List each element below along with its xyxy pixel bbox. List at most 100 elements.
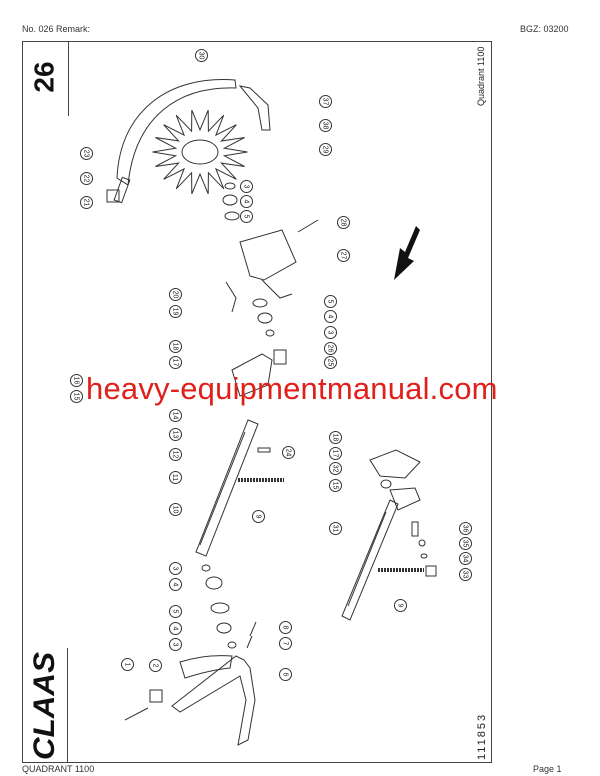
callout-1: 1 (120, 657, 134, 671)
star-wheel-hub (181, 139, 219, 165)
bracket-22 (113, 176, 131, 204)
callout-33: 33 (458, 567, 472, 581)
callout-29: 29 (318, 142, 332, 156)
callout-number: 4 (171, 626, 179, 630)
bracket-37 (238, 85, 271, 131)
callout-16: 16 (69, 373, 83, 387)
arm-31 (341, 499, 399, 621)
fork-6 (171, 655, 256, 746)
callout-number: 6 (281, 672, 289, 676)
callout-number: 3 (326, 330, 334, 334)
callout-37: 37 (318, 94, 332, 108)
housing-27 (239, 229, 297, 281)
callout-7: 7 (278, 636, 292, 650)
callout-number: 2 (151, 663, 159, 667)
callout-17: 17 (328, 446, 342, 460)
callout-13: 13 (168, 427, 182, 441)
callout-number: 5 (326, 299, 334, 303)
part-36 (411, 521, 419, 537)
callout-3: 3 (168, 637, 182, 651)
lever-16 (231, 353, 273, 397)
callout-number: 3 (171, 642, 179, 646)
callout-number: 37 (321, 97, 329, 105)
arrow-down-left-icon (394, 226, 420, 280)
watermark: heavy-equipmentmanual.com (86, 371, 498, 406)
rod-19 (225, 281, 237, 313)
callout-number: 23 (82, 149, 90, 157)
callout-15: 15 (69, 389, 83, 403)
callout-4: 4 (239, 194, 253, 208)
callout-number: 3 (242, 184, 250, 188)
footer-page: Page 1 (533, 764, 562, 774)
callout-22: 22 (79, 171, 93, 185)
callout-number: 20 (171, 290, 179, 298)
callout-19: 19 (168, 304, 182, 318)
callout-number: 25 (326, 358, 334, 366)
callout-9: 9 (251, 509, 265, 523)
bushing-4c (205, 576, 223, 590)
footer-model: QUADRANT 1100 (22, 764, 95, 774)
callout-number: 4 (242, 199, 250, 203)
callout-number: 35 (461, 539, 469, 547)
bushing-4d (216, 622, 232, 634)
callout-21: 21 (79, 195, 93, 209)
callout-number: 10 (171, 505, 179, 513)
callout-number: 18 (171, 342, 179, 350)
callout-5: 5 (239, 209, 253, 223)
bolt-28 (297, 219, 319, 233)
callout-36: 36 (458, 521, 472, 535)
callout-number: 30 (197, 51, 205, 59)
svg-text:CLAAS: CLAAS (30, 652, 61, 760)
callout-18: 18 (168, 339, 182, 353)
callout-number: 9 (254, 514, 262, 518)
logo-divider (67, 648, 68, 763)
header-bgz: BGZ: 03200 (520, 24, 569, 34)
callout-38: 38 (318, 118, 332, 132)
callout-number: 36 (461, 524, 469, 532)
fork-6-sheet (179, 655, 233, 679)
callout-number: 33 (461, 570, 469, 578)
callout-number: 11 (171, 473, 179, 481)
ring-3d (227, 641, 237, 649)
callout-number: 15 (72, 392, 80, 400)
callout-number: 14 (171, 411, 179, 419)
quadrant-plate (389, 487, 421, 511)
bolt-1 (124, 707, 149, 721)
callout-4: 4 (323, 309, 337, 323)
callout-6: 6 (278, 667, 292, 681)
block-33 (425, 565, 437, 577)
washer-5c (210, 602, 230, 614)
pins-7-8 (246, 621, 257, 649)
callout-3: 3 (323, 325, 337, 339)
callout-18: 18 (328, 430, 342, 444)
callout-number: 28 (339, 218, 347, 226)
arm-31-inner (347, 511, 387, 607)
washer-34 (420, 553, 428, 559)
lever-32 (369, 449, 421, 479)
callout-number: 21 (82, 198, 90, 206)
bushing-4 (222, 194, 238, 206)
callout-30: 30 (194, 48, 208, 62)
callout-3: 3 (239, 179, 253, 193)
callout-number: 7 (281, 641, 289, 645)
callout-number: 38 (321, 121, 329, 129)
claas-logo: CLAAS (30, 652, 61, 760)
callout-26: 26 (323, 341, 337, 355)
callout-number: 32 (331, 464, 339, 472)
callout-number: 27 (339, 251, 347, 259)
guard-band (116, 79, 237, 186)
callout-number: 17 (331, 449, 339, 457)
callout-number: 3 (171, 566, 179, 570)
callout-number: 29 (321, 145, 329, 153)
callout-number: 26 (326, 344, 334, 352)
callout-8: 8 (278, 620, 292, 634)
callout-number: 17 (171, 358, 179, 366)
pin-24 (257, 447, 271, 453)
callout-number: 13 (171, 430, 179, 438)
callout-number: 31 (331, 524, 339, 532)
header-document-info: No. 026 Remark: (22, 24, 91, 34)
callout-4: 4 (168, 577, 182, 591)
callout-34: 34 (458, 551, 472, 565)
washer-5b (252, 298, 268, 308)
